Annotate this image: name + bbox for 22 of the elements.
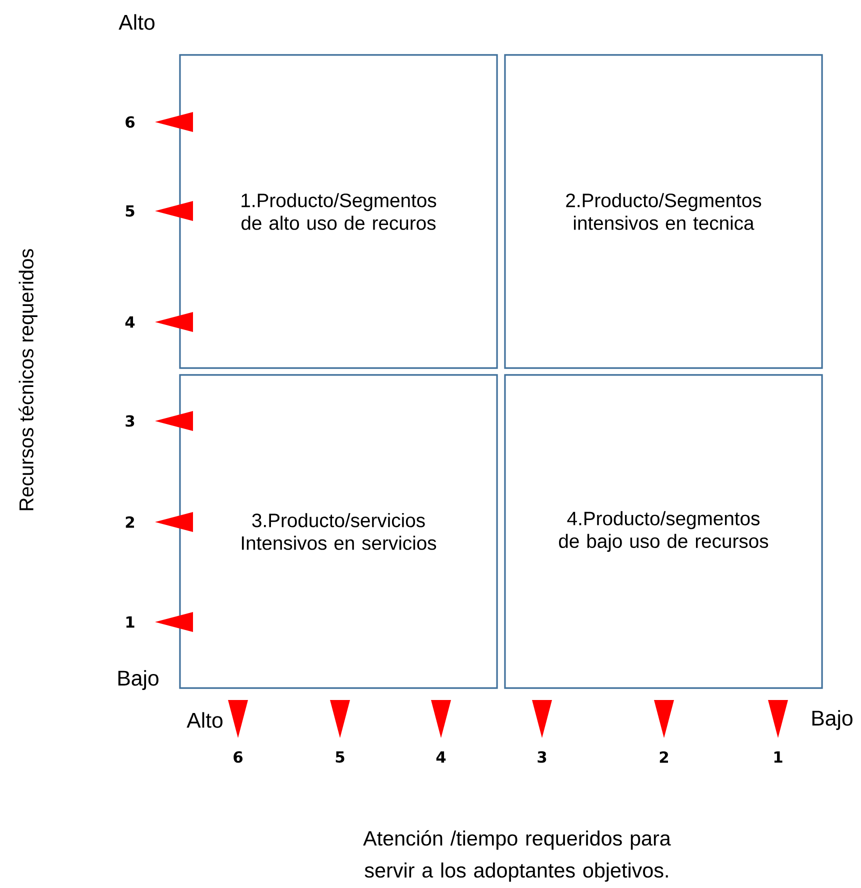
tick-label: 6 <box>126 116 135 128</box>
axis-end-label: Bajo <box>812 710 852 730</box>
tick-label: 1 <box>774 751 782 763</box>
axis-title: Recursos técnicos requeridos <box>18 249 38 510</box>
quadrant-box: 4.Producto/segmentos de bajo uso de recursos <box>504 374 823 689</box>
axis-title: Atención /tiempo requeridos para servir a los adoptantes objetivos. <box>363 830 671 882</box>
tick-label: 2 <box>126 516 134 528</box>
tick-label: 3 <box>126 415 134 427</box>
tick-label: 4 <box>125 316 135 328</box>
tick-label: 1 <box>126 616 134 628</box>
tick-label: 5 <box>126 205 134 217</box>
axis-end-label: Alto <box>186 712 222 728</box>
axis-end-label: Alto <box>118 14 154 30</box>
tick-label: 3 <box>538 751 546 763</box>
tick-label: 2 <box>660 751 668 763</box>
quadrant-box: 3.Producto/servicios Intensivos en servicios <box>179 374 498 689</box>
quadrant-box: 2.Producto/Segmentos intensivos en tecnica <box>504 54 823 369</box>
tick-label: 5 <box>336 751 344 763</box>
quadrant-box: 1.Producto/Segmentos de alto uso de recuros <box>179 54 498 369</box>
axis-end-label: Bajo <box>118 670 158 690</box>
tick-label: 6 <box>234 751 243 763</box>
tick-label: 4 <box>436 751 446 763</box>
